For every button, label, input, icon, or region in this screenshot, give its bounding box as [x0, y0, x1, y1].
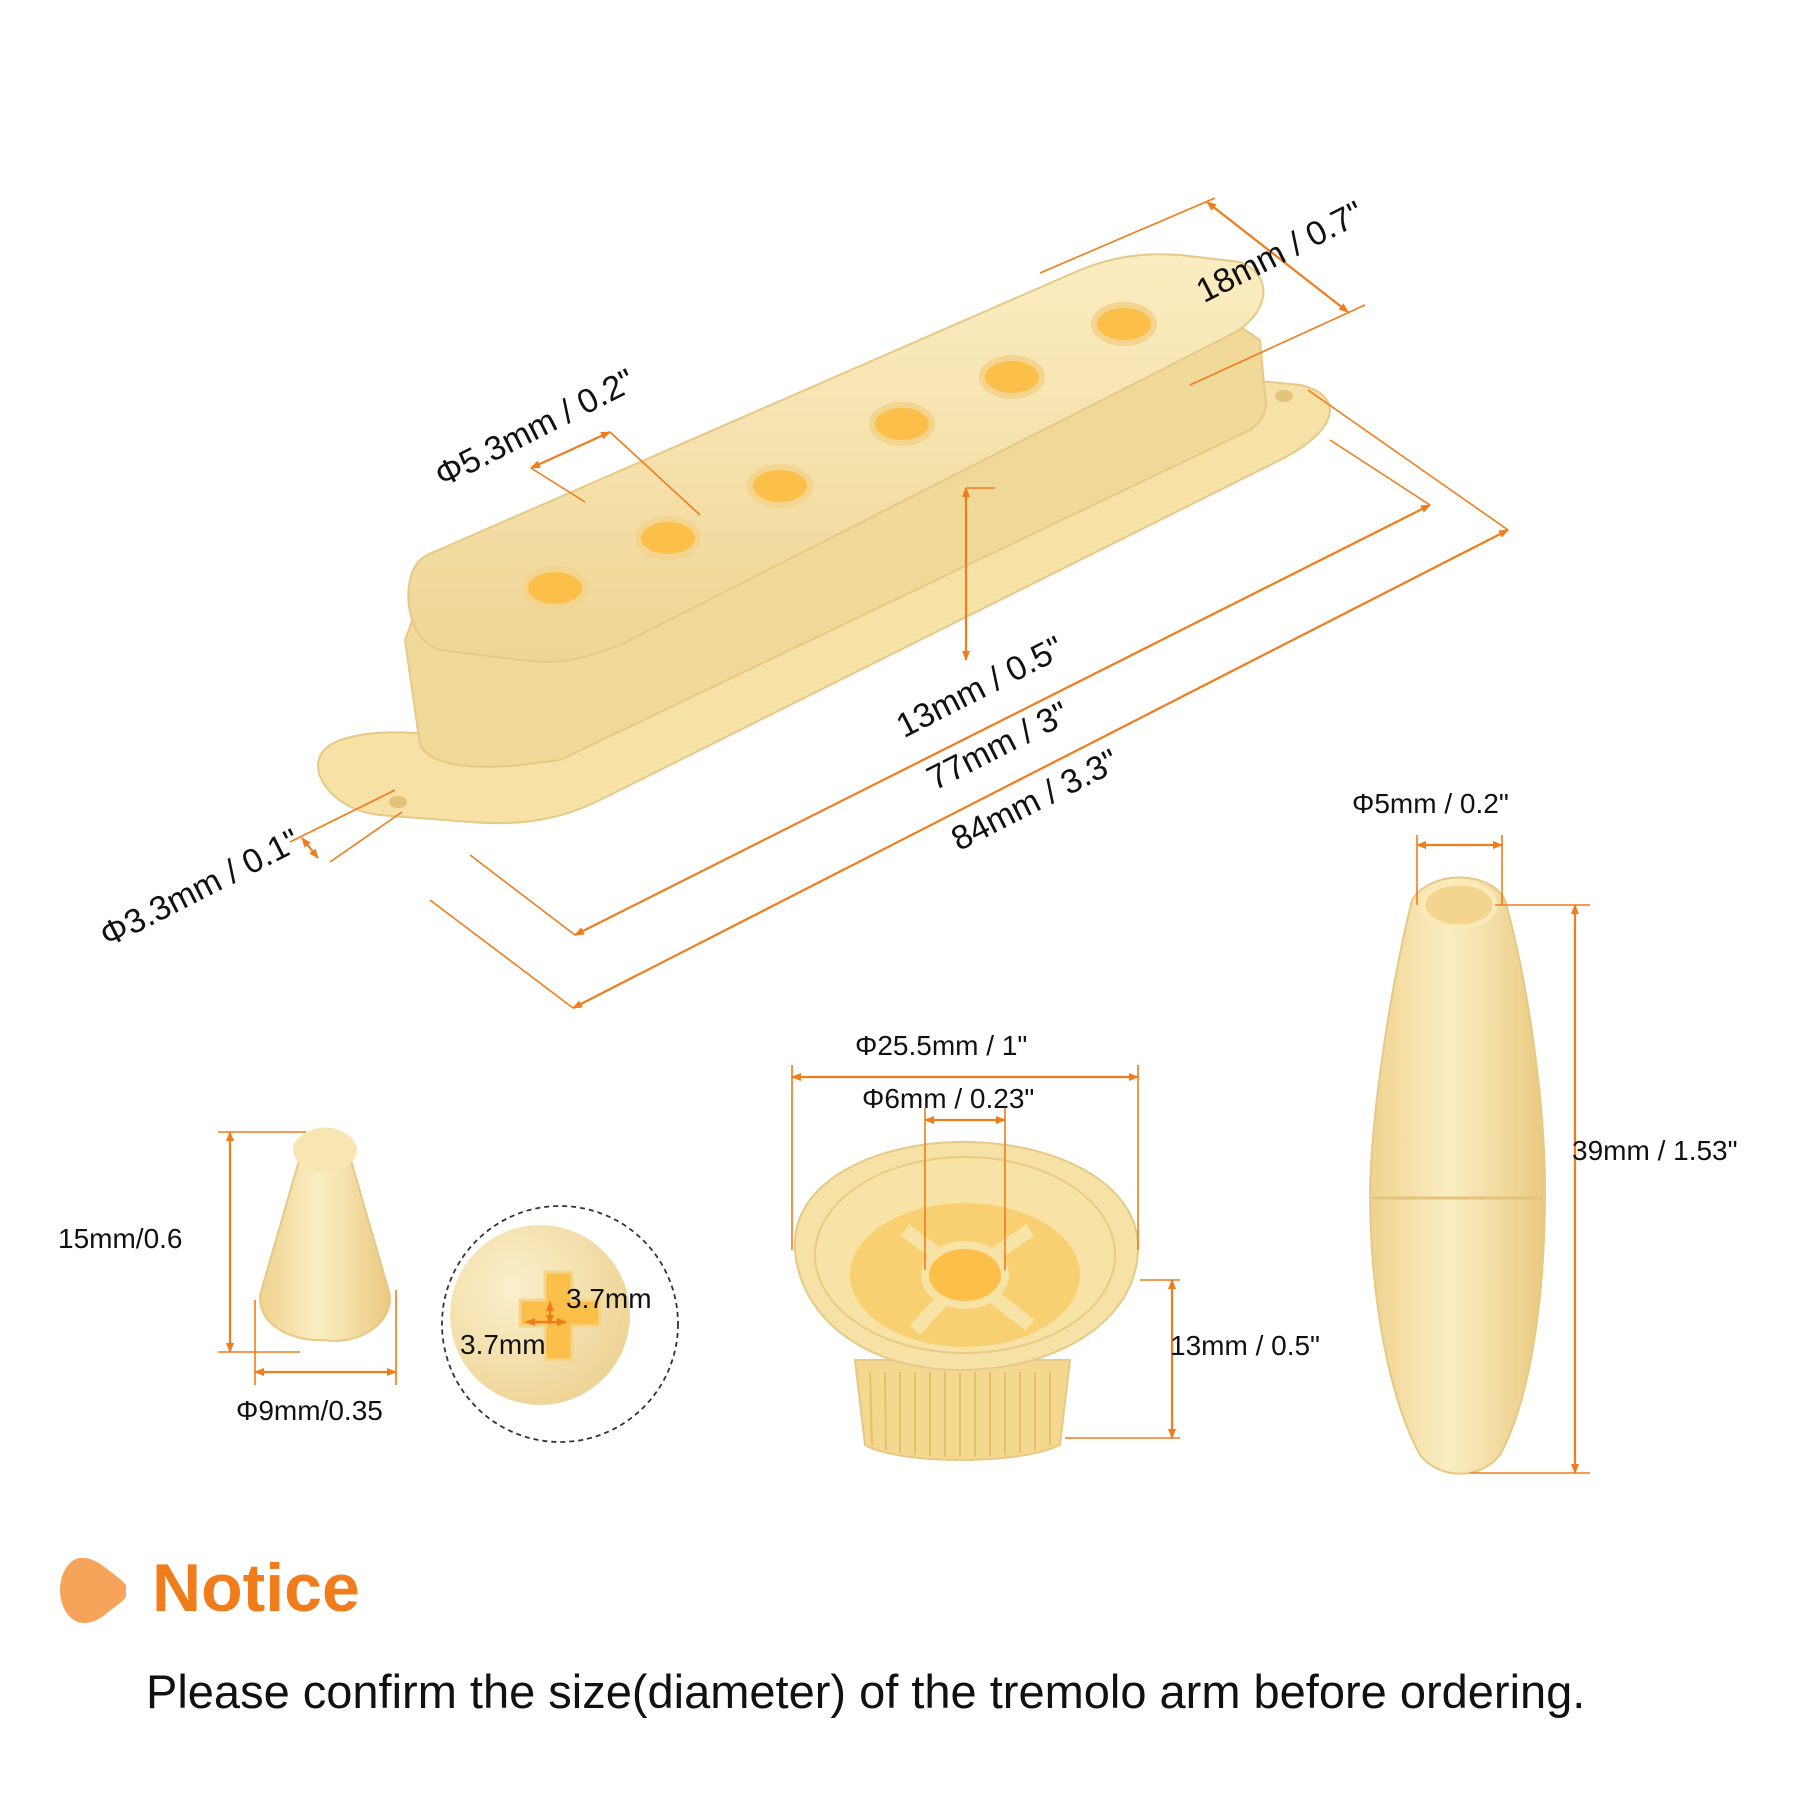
knob-shaft-hole — [921, 1241, 1009, 1309]
pole-hole-2 — [635, 516, 701, 560]
knob-outer-diameter-label: Φ25.5mm / 1" — [855, 1030, 1027, 1061]
pole-hole-4 — [869, 402, 935, 446]
knob-height-label: 13mm / 0.5" — [1170, 1330, 1320, 1361]
mount-hole-left — [389, 796, 407, 808]
tremolo-tip-hole — [1420, 880, 1498, 930]
pickup-width-label: 18mm / 0.7" — [1190, 194, 1370, 311]
cross-slot-icon — [518, 1270, 602, 1362]
pole-hole-1 — [522, 566, 588, 610]
underside-detail-circle — [441, 1205, 679, 1443]
slot-height-label: 3.7mm — [566, 1283, 652, 1314]
knob-base — [853, 1359, 1072, 1461]
pickup-mount-hole-label: Φ3.3mm / 0.1" — [94, 822, 306, 955]
knob-dimensions — [791, 1065, 1180, 1439]
switch-tip-top — [293, 1128, 357, 1172]
pole-hole-5 — [979, 355, 1045, 399]
pole-hole-6 — [1091, 302, 1157, 346]
pole-hole-3 — [747, 464, 813, 508]
switch-tip-diameter-label: Φ9mm/0.35 — [236, 1395, 383, 1426]
tremolo-tip-dimensions — [1416, 835, 1590, 1474]
switch-tip-underside — [441, 1205, 679, 1443]
switch-tip-dimensions — [218, 1131, 397, 1385]
tremolo-length-label: 39mm / 1.53" — [1572, 1135, 1738, 1166]
pickup-cover — [317, 253, 1331, 825]
switch-tip — [258, 1127, 392, 1342]
switch-tip-height-label: 15mm/0.6 — [58, 1223, 183, 1254]
tremolo-tip — [1368, 876, 1547, 1475]
notice-text: Please confirm the size(diameter) of the… — [146, 1665, 1586, 1718]
tremolo-hole-label: Φ5mm / 0.2" — [1352, 788, 1509, 819]
knob-knurl — [869, 1371, 1051, 1457]
knob — [793, 1140, 1140, 1461]
notice-title: Notice — [152, 1550, 360, 1626]
tremolo-tip-body — [1368, 876, 1547, 1475]
knob-inner-diameter-label: Φ6mm / 0.23" — [862, 1083, 1034, 1114]
notice-icon — [60, 1558, 126, 1623]
slot-width-label: 3.7mm — [460, 1329, 546, 1360]
mount-hole-right — [1275, 390, 1293, 402]
pickup-dimensions — [289, 197, 1509, 1009]
